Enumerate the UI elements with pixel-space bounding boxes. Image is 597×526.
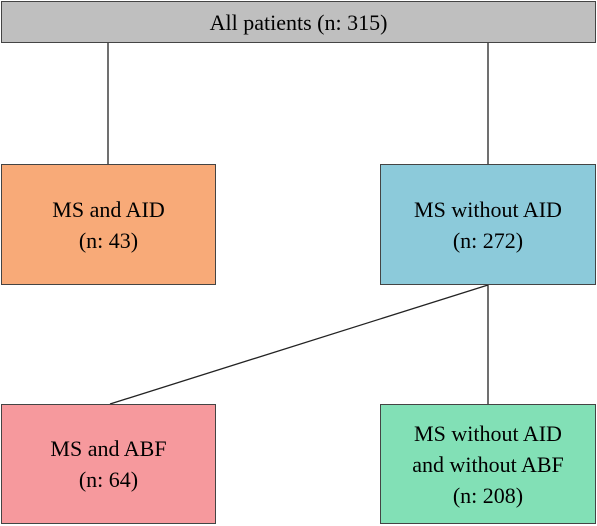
- node-count-line: (n: 272): [452, 227, 524, 253]
- node-ms-and-abf: MS and ABF (n: 64): [1, 404, 216, 524]
- node-ms-without-aid: MS without AID (n: 272): [380, 164, 596, 285]
- edge-ms-without-aid-to-ms-abf: [109, 284, 489, 405]
- node-ms-without-aid-and-without-abf: MS without AID and without ABF (n: 208): [380, 404, 596, 524]
- node-label-line: All patients (n: 315): [209, 9, 388, 35]
- node-label-line: and without ABF: [412, 451, 564, 477]
- node-all-patients: All patients (n: 315): [1, 1, 596, 43]
- node-label-line: MS and ABF: [50, 436, 167, 461]
- node-ms-and-aid: MS and AID (n: 43): [1, 164, 216, 285]
- node-label-line: MS without AID: [414, 420, 562, 446]
- node-count-line: (n: 64): [78, 467, 139, 492]
- node-count-line: (n: 208): [452, 482, 524, 508]
- node-count-line: (n: 43): [78, 227, 139, 253]
- node-label-line: MS and AID: [52, 196, 165, 222]
- node-label-line: MS without AID: [414, 196, 562, 222]
